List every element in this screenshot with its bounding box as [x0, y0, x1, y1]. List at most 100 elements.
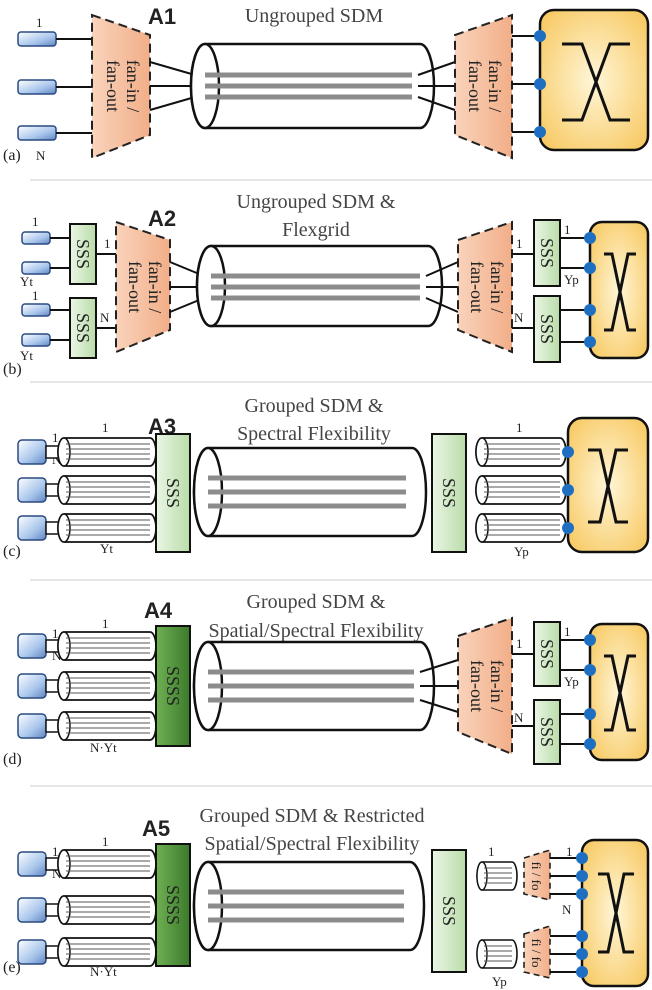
transmitter — [17, 851, 47, 877]
panel-a: Ungrouped SDM A1 (a) 1 N fan-in / fan-ou… — [3, 4, 650, 164]
transmitter — [21, 303, 51, 317]
fiber-bundle — [45, 475, 157, 505]
fifo-label: fi / fo — [529, 939, 544, 968]
index-label: 1 — [102, 834, 109, 849]
sss-box — [155, 433, 191, 553]
sss-label: SSS — [73, 239, 93, 269]
fiber-bundle — [476, 861, 518, 891]
fan-label: fan-out — [467, 660, 487, 712]
index-label: 1 — [564, 222, 571, 237]
panel-label: (d) — [3, 751, 22, 768]
multicore-fiber — [195, 244, 444, 328]
index-label: 1 — [36, 15, 43, 30]
sss-label: SSS — [439, 478, 459, 508]
port-dot — [584, 664, 596, 676]
panel-title: Ungrouped SDM & — [237, 191, 396, 213]
index-label: 1 — [102, 616, 109, 631]
panel-badge: A4 — [144, 598, 173, 623]
sss-label: SSSS — [163, 885, 183, 925]
index-label: Yp — [564, 674, 579, 689]
fiber-bundle — [45, 513, 157, 543]
panel-label: (c) — [3, 543, 21, 560]
index-label: N — [52, 866, 62, 881]
panel-label: (a) — [3, 147, 21, 164]
index-label: N — [36, 148, 46, 163]
panel-badge: A2 — [148, 206, 176, 231]
port-dot — [584, 262, 596, 274]
fiber-bundle — [45, 671, 157, 701]
multicore-fiber — [192, 640, 436, 732]
sss-label: SSS — [537, 639, 557, 669]
sss-label: SSS — [73, 313, 93, 343]
sss-box — [533, 699, 561, 765]
sss-label: SSS — [163, 478, 183, 508]
sss-label: SSS — [439, 896, 459, 926]
port-dot — [576, 930, 588, 942]
index-label: 1 — [516, 236, 523, 251]
fan-label: fan-in / — [145, 261, 165, 313]
optical-switch — [562, 416, 650, 554]
panel-title: Ungrouped SDM — [245, 5, 384, 27]
transmitter — [17, 673, 47, 699]
multicore-fiber — [192, 446, 428, 538]
index-label: 1 — [566, 844, 573, 859]
sss-box — [533, 295, 561, 363]
index-label: 1 — [104, 236, 111, 251]
fiber-bundle — [45, 631, 157, 661]
panel-label: (e) — [3, 959, 21, 976]
index-label: Yt — [20, 274, 33, 289]
fiber-bundle — [475, 513, 567, 543]
fiber-bundle — [45, 895, 157, 925]
index-label: N — [100, 310, 110, 325]
port-dot — [576, 852, 588, 864]
port-dot — [534, 78, 546, 90]
fan-label: fan-in / — [123, 60, 143, 112]
fan-label: fan-in / — [485, 60, 505, 112]
fiber-bundle — [45, 937, 157, 967]
sss-label: SSSS — [163, 666, 183, 706]
index-label: 1 — [516, 636, 523, 651]
index-label: Yp — [492, 974, 507, 989]
fan-label: fan-out — [467, 261, 487, 313]
sss-label: SSS — [537, 717, 557, 747]
index-label: N·Yt — [90, 740, 117, 755]
sss-box — [533, 621, 561, 687]
sss-box — [431, 849, 467, 973]
sss-label: SSS — [537, 314, 557, 344]
transmitter — [17, 897, 47, 923]
fiber-bundle — [475, 475, 567, 505]
index-label: Yp — [514, 544, 529, 559]
transmitter — [17, 939, 47, 965]
fi-fo — [523, 924, 551, 980]
panel-title: Grouped SDM & — [245, 395, 384, 417]
multicore-fiber — [189, 42, 436, 130]
port-dot — [562, 446, 574, 458]
sss-box — [69, 223, 97, 285]
fan-label: fan-out — [465, 60, 485, 112]
index-label: Yp — [564, 272, 579, 287]
panel-label: (b) — [3, 361, 22, 378]
fan-in-fan-out — [115, 220, 171, 354]
port-dot — [576, 966, 588, 978]
index-label: Yt — [20, 348, 33, 363]
index-label: 1 — [516, 420, 523, 435]
transmitter — [17, 125, 57, 141]
port-dot — [584, 304, 596, 316]
fiber-bundle — [476, 939, 518, 969]
port-dot — [584, 738, 596, 750]
panel-badge: A5 — [142, 816, 170, 841]
panel-d: Grouped SDM & Spatial/Spectral Flexibili… — [3, 591, 650, 768]
ssss-box — [155, 625, 191, 747]
panel-b: Ungrouped SDM & Flexgrid A2 (b) 1 Yt 1 Y… — [3, 191, 650, 378]
fan-in-fan-out — [454, 13, 513, 160]
index-label: 1 — [52, 626, 59, 641]
index-label: N — [52, 452, 62, 467]
transmitter — [17, 713, 47, 739]
fiber-bundle — [475, 437, 567, 467]
sss-box — [69, 297, 97, 359]
port-dot — [562, 522, 574, 534]
sss-label: SSS — [537, 238, 557, 268]
sss-box — [431, 433, 467, 553]
optical-switch — [584, 220, 650, 360]
